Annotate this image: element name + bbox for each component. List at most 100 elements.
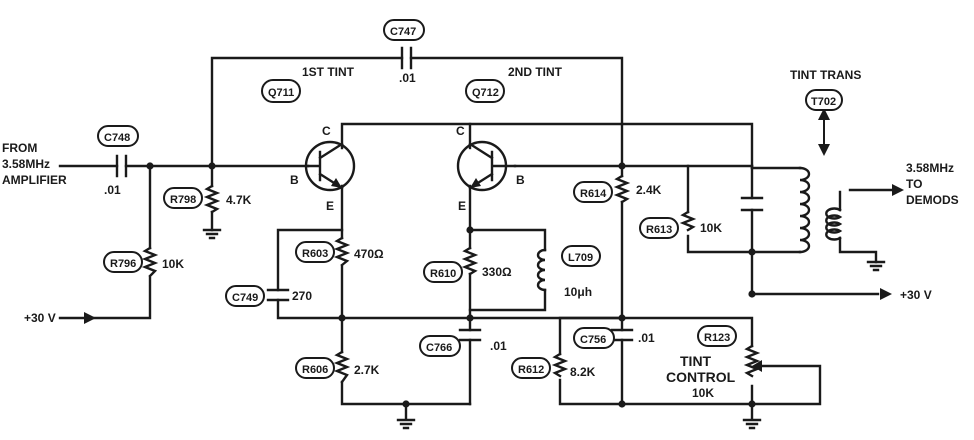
- r606-value: 2.7K: [354, 363, 380, 377]
- ref-tag-r612: R612: [511, 357, 551, 379]
- resistor-r610: [461, 246, 479, 276]
- wire-secondary: [838, 190, 878, 264]
- resistor-r613: [679, 210, 697, 232]
- ref-tag-l709: L709: [561, 245, 601, 267]
- q712-pin-e: E: [458, 199, 466, 213]
- ref-tag-c749: C749: [225, 285, 265, 307]
- r614-value: 2.4K: [636, 183, 662, 197]
- input-label-line1: FROM: [2, 141, 37, 155]
- arrow-supply-out: [880, 288, 892, 300]
- ground-tint-control: [742, 402, 762, 430]
- svg-text:R614: R614: [580, 188, 607, 200]
- ref-tag-r796: R796: [103, 251, 143, 273]
- resistor-r606: [333, 350, 351, 384]
- transformer-adjust-arrow: [818, 108, 830, 156]
- capacitor-c766: [458, 328, 482, 342]
- ref-tag-r123: R123: [697, 325, 737, 347]
- wire-c749-loop: [276, 228, 344, 320]
- svg-text:R612: R612: [518, 364, 544, 376]
- ref-tag-q712: Q712: [465, 79, 505, 103]
- supply-label-right: +30 V: [900, 288, 932, 302]
- svg-text:C748: C748: [104, 132, 130, 144]
- ref-tag-r603: R603: [295, 241, 335, 263]
- r603-value: 470Ω: [354, 247, 384, 261]
- ref-tag-c756: C756: [573, 327, 615, 349]
- q711-pin-e: E: [326, 199, 334, 213]
- q711-pin-b: B: [290, 173, 299, 187]
- q712-pin-c: C: [456, 124, 465, 138]
- capacitor-c748: [115, 154, 128, 178]
- svg-text:C747: C747: [390, 26, 416, 38]
- wire-l709-loop: [468, 228, 547, 312]
- transistor-q712: [456, 140, 517, 192]
- ref-tag-r606: R606: [295, 357, 335, 379]
- l709-value: 10μh: [564, 285, 592, 299]
- resistor-r612: [551, 352, 569, 378]
- transformer-title: TINT TRANS: [790, 68, 861, 82]
- ref-tag-c747: C747: [383, 19, 425, 41]
- c756-value: .01: [638, 331, 655, 345]
- arrow-supply-in: [84, 312, 96, 324]
- output-label-line2: TO: [906, 177, 922, 191]
- wire-r613: [686, 164, 754, 254]
- r796-value: 10K: [162, 257, 184, 271]
- output-label-line3: DEMODS: [906, 193, 959, 207]
- wire-r796: [88, 164, 152, 320]
- svg-text:R613: R613: [646, 224, 672, 236]
- c747-value: .01: [399, 71, 416, 85]
- svg-text:R603: R603: [302, 248, 328, 260]
- ground-r798: [202, 228, 222, 240]
- resistor-r796: [141, 246, 159, 278]
- wire-collector-rail: [340, 122, 754, 170]
- svg-text:R798: R798: [170, 194, 196, 206]
- stage-label-first: 1ST TINT: [302, 65, 355, 79]
- stage-label-second: 2ND TINT: [508, 65, 563, 79]
- transformer-secondary-coil: [825, 207, 843, 241]
- capacitor-tank: [740, 196, 764, 212]
- resistor-r603: [333, 236, 351, 267]
- inductor-l709: [536, 248, 547, 292]
- ref-tag-c748: C748: [97, 125, 139, 147]
- svg-text:C749: C749: [232, 292, 258, 304]
- resistor-r798: [203, 184, 221, 214]
- capacitor-c747: [400, 46, 413, 70]
- tint-control-line1: TINT: [680, 353, 712, 369]
- transistor-q711: [304, 140, 356, 192]
- ref-tag-t702: T702: [805, 89, 843, 111]
- transformer-primary-coil: [798, 166, 811, 254]
- r612-value: 8.2K: [570, 365, 596, 379]
- capacitor-c756: [610, 328, 634, 342]
- ref-tag-c766: C766: [419, 335, 461, 357]
- wire-coil-leads: [750, 166, 802, 254]
- svg-text:Q711: Q711: [268, 87, 294, 99]
- capacitor-c749: [266, 288, 290, 302]
- c748-value: .01: [104, 183, 121, 197]
- arrow-output: [892, 184, 904, 196]
- svg-text:Q712: Q712: [472, 87, 499, 99]
- input-label-line3: AMPLIFIER: [2, 173, 67, 187]
- potentiometer-r123: [743, 344, 761, 378]
- r798-value: 4.7K: [226, 193, 252, 207]
- c766-value: .01: [490, 339, 507, 353]
- wire-top-loop: [210, 56, 624, 168]
- tint-control-line2: CONTROL: [666, 369, 736, 385]
- ref-tag-r798: R798: [163, 187, 203, 209]
- svg-text:R123: R123: [704, 332, 730, 344]
- output-label-line1: 3.58MHz: [906, 161, 954, 175]
- r610-value: 330Ω: [482, 265, 512, 279]
- input-label-line2: 3.58MHz: [2, 157, 50, 171]
- ref-tag-r610: R610: [423, 261, 463, 283]
- svg-text:R610: R610: [430, 268, 456, 280]
- ref-tag-r613: R613: [639, 217, 679, 239]
- resistor-r614: [613, 174, 631, 204]
- svg-text:L709: L709: [568, 252, 593, 264]
- ref-tag-r614: R614: [573, 181, 613, 203]
- ref-tag-q711: Q711: [261, 79, 301, 103]
- svg-text:R796: R796: [110, 258, 136, 270]
- wire-tank: [750, 164, 880, 296]
- q712-pin-b: B: [516, 173, 525, 187]
- supply-label-left: +30 V: [24, 311, 56, 325]
- r613-value: 10K: [700, 221, 722, 235]
